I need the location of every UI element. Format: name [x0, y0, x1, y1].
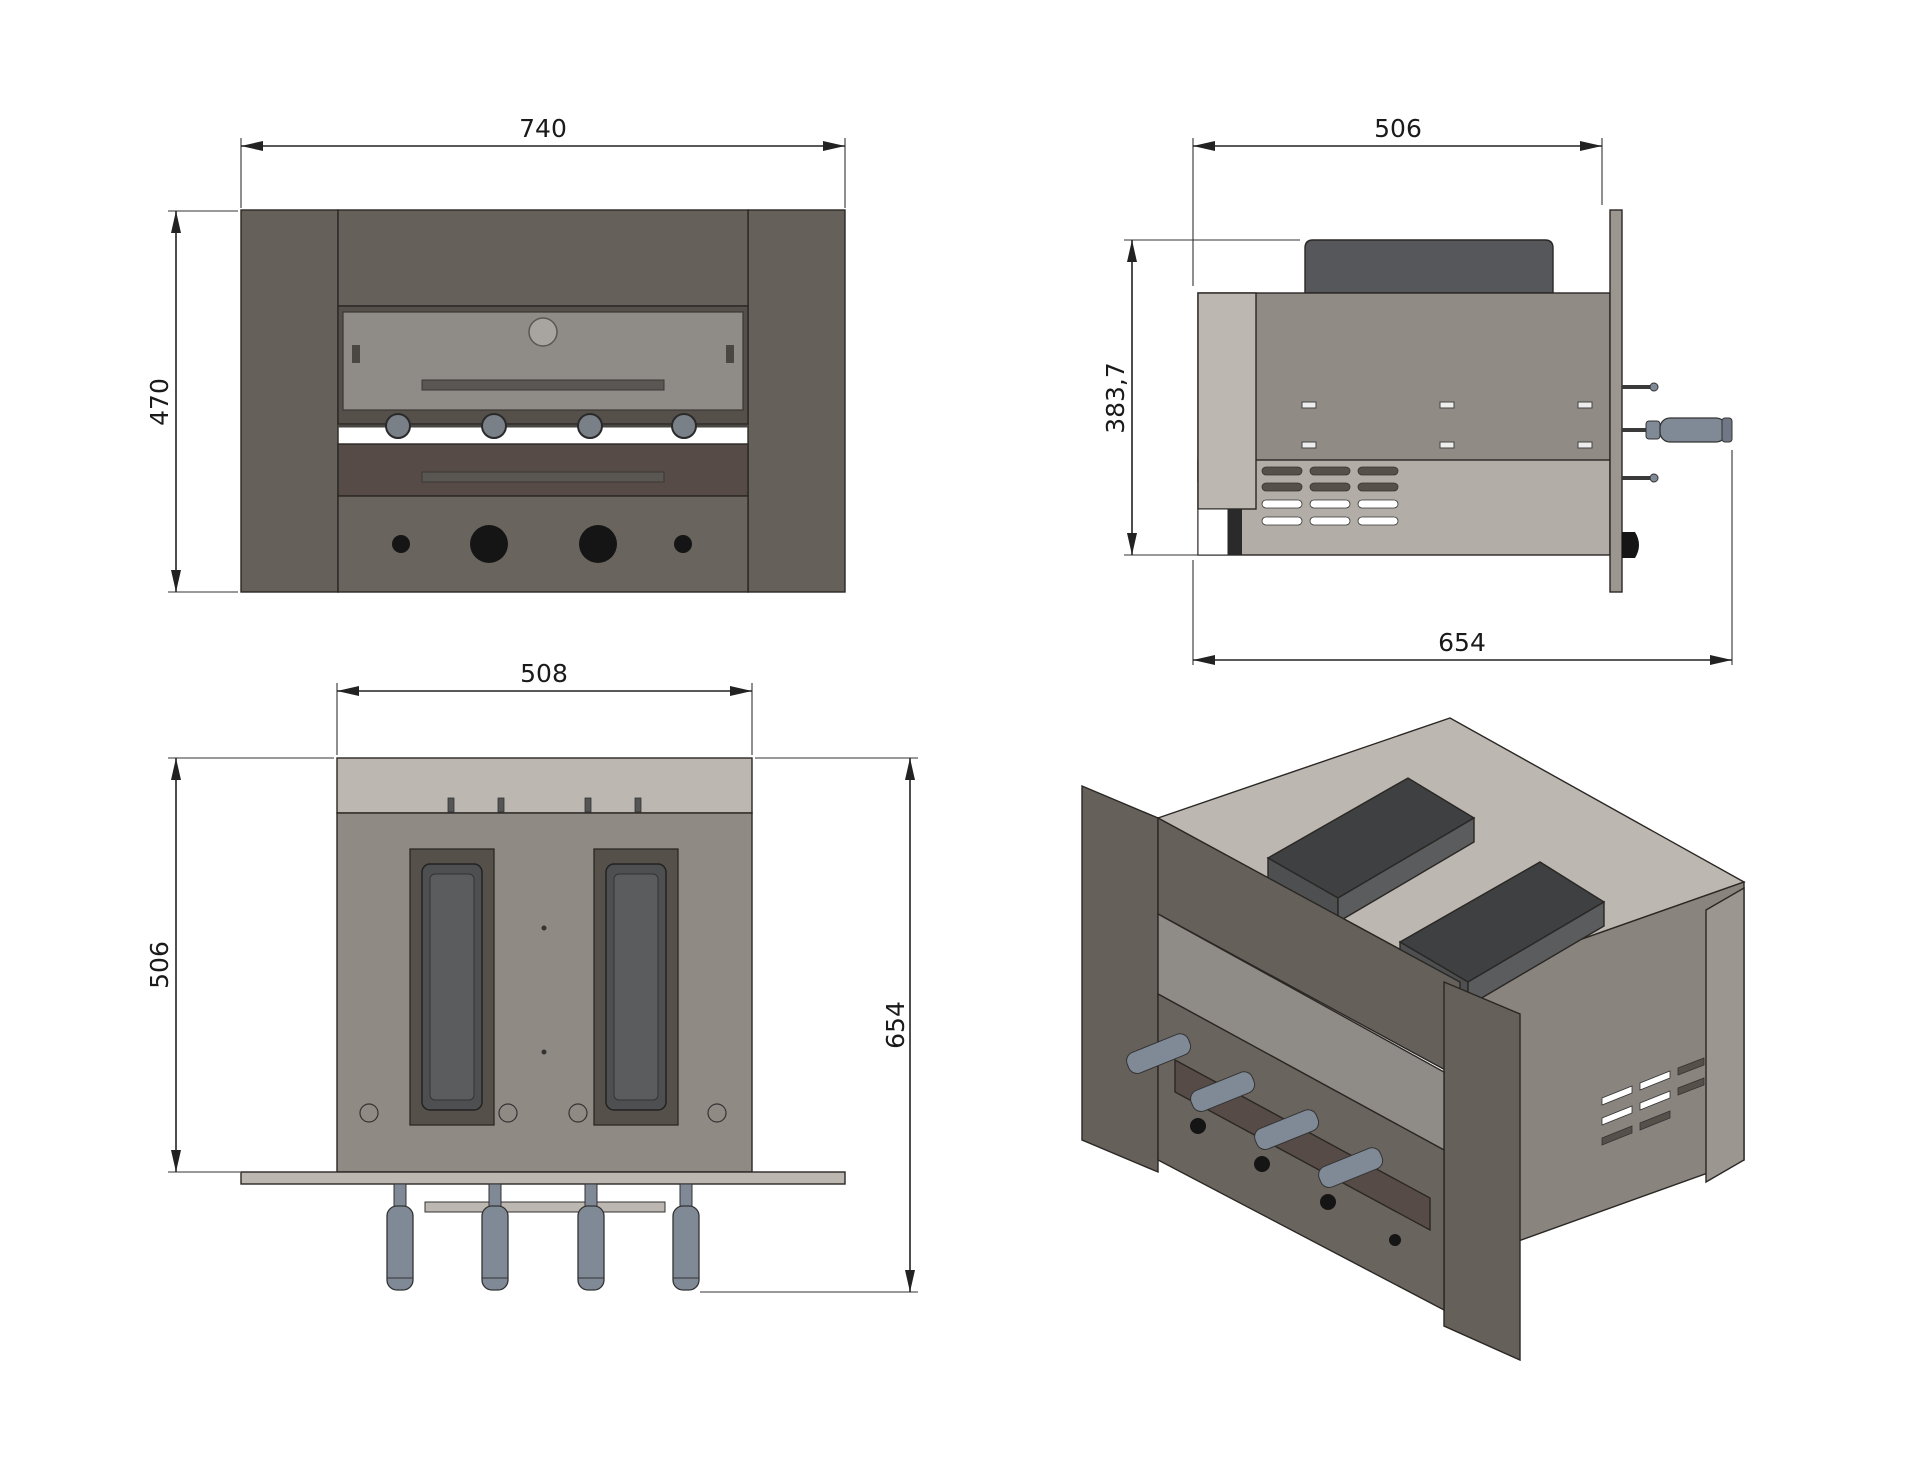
dimension-top-width: 508: [336, 659, 753, 755]
dimension-front-height: 470: [145, 210, 238, 593]
dimension-side-total: 654: [1192, 450, 1733, 665]
dimension-top-depth: 506: [145, 757, 334, 1173]
front-width-label: 740: [519, 114, 567, 143]
side-total-label: 654: [1438, 628, 1486, 657]
skewer-handles: [386, 1183, 700, 1291]
top-width-label: 508: [520, 659, 568, 688]
side-height-label: 383,7: [1101, 362, 1130, 434]
side-depth-label: 506: [1374, 114, 1422, 143]
front-view: 740 470: [145, 114, 846, 593]
isometric-view: [1081, 717, 1746, 1362]
top-view: 508 506 654: [145, 659, 918, 1293]
dimension-top-total: 654: [700, 757, 918, 1293]
dimension-side-height: 383,7: [1101, 239, 1300, 556]
top-depth-label: 506: [145, 941, 174, 989]
dimension-front-width: 740: [240, 114, 846, 208]
iso-handles: [1126, 1033, 1384, 1188]
front-height-label: 470: [145, 378, 174, 426]
dimension-side-depth: 506: [1192, 114, 1603, 286]
side-view: 506 383,7 654: [1101, 114, 1733, 665]
top-total-label: 654: [881, 1001, 910, 1049]
